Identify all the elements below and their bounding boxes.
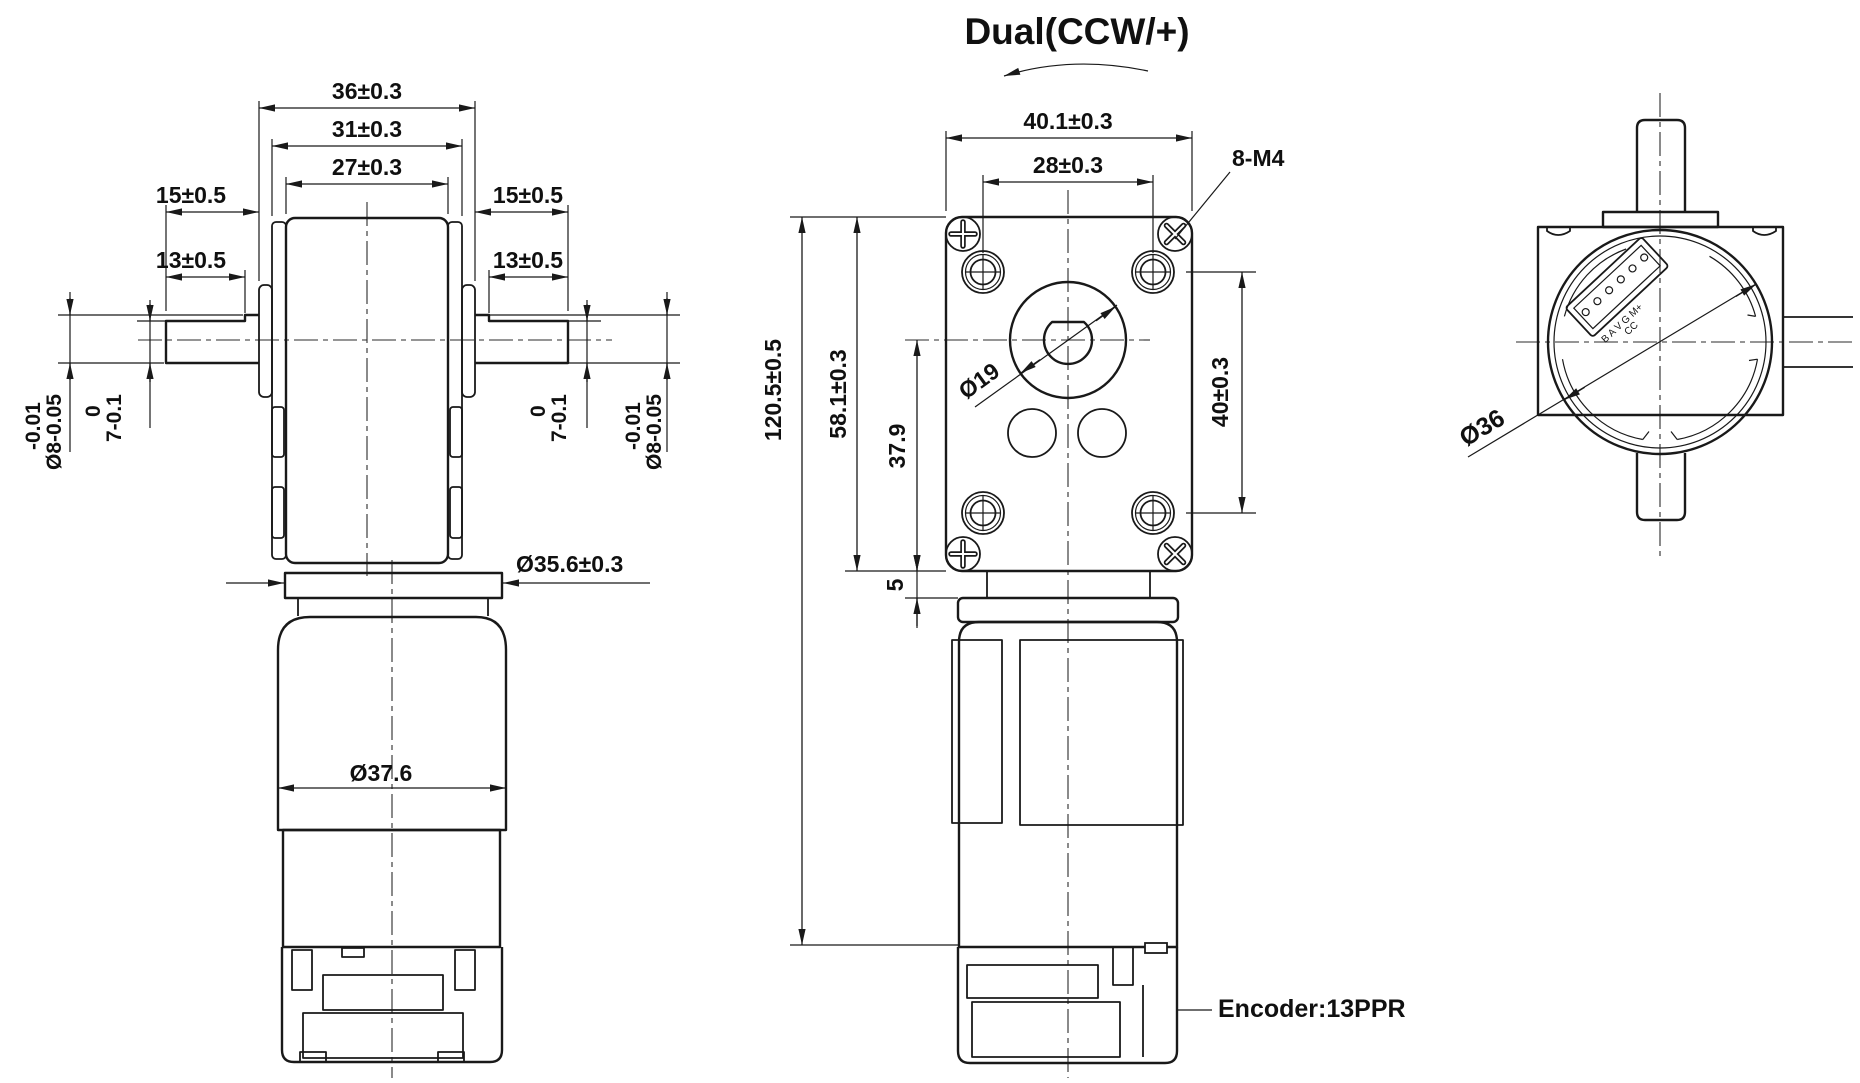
motor-body-side xyxy=(281,828,502,949)
front-view: Dual(CCW/+) 40.1±0.3 28±0.3 8-M4 Ø19 58.… xyxy=(760,11,1406,1078)
encoder-note: Encoder:13PPR xyxy=(1218,995,1406,1023)
dim-shaft-len-right: 15±0.5 xyxy=(493,182,563,208)
dim-flat-right: 0 7-0.1 xyxy=(527,394,571,442)
screw-spec: 8-M4 xyxy=(1232,145,1285,171)
top-view: B A V G M+ CC Ø36 xyxy=(1455,93,1856,558)
gearbox-cylinder xyxy=(276,615,508,832)
dim-flat-len-right: 13±0.5 xyxy=(493,247,563,273)
mounting-hole xyxy=(961,491,1005,535)
case-holes xyxy=(1007,408,1127,458)
motor-front xyxy=(951,570,1184,949)
mounting-holes xyxy=(961,250,1175,535)
dim-flange-dia: Ø35.6±0.3 xyxy=(516,551,623,577)
drawing-title: Dual(CCW/+) xyxy=(964,11,1189,52)
dim-width-body: 27±0.3 xyxy=(332,154,402,180)
mounting-hole xyxy=(1131,491,1175,535)
dim-shaft-dia-right: -0.01 Ø8-0.05 xyxy=(622,394,666,470)
svg-text:7-0.1: 7-0.1 xyxy=(548,394,571,442)
svg-text:0: 0 xyxy=(82,405,105,417)
output-shaft-left xyxy=(164,313,259,365)
dim-shaft-len-left: 15±0.5 xyxy=(156,182,226,208)
svg-text:-0.01: -0.01 xyxy=(22,402,45,450)
dim-flat-left: 0 7-0.1 xyxy=(82,394,126,442)
svg-text:Ø8-0.05: Ø8-0.05 xyxy=(643,394,666,470)
svg-text:Ø8-0.05: Ø8-0.05 xyxy=(43,394,66,470)
center-lines xyxy=(1516,93,1856,558)
dimension-lines-front-view xyxy=(790,63,1256,1011)
svg-text:7-0.1: 7-0.1 xyxy=(103,394,126,442)
screw-leader-line xyxy=(1174,171,1231,240)
left-side-view: 36±0.3 31±0.3 27±0.3 15±0.5 13±0.5 15±0.… xyxy=(22,78,680,1078)
dim-gearbox-dia: Ø37.6 xyxy=(350,760,413,786)
output-shaft-right xyxy=(475,313,570,365)
mounting-hole xyxy=(1131,250,1175,294)
d-shaft-profile xyxy=(1042,320,1094,366)
gearbox-flange xyxy=(283,571,504,616)
dim-motor-dia: Ø36 xyxy=(1455,404,1510,452)
housing-top xyxy=(1536,225,1785,417)
dim-total-length: 120.5±0.5 xyxy=(760,339,786,441)
labels-front-view: Dual(CCW/+) 40.1±0.3 28±0.3 8-M4 Ø19 58.… xyxy=(760,11,1406,1023)
side-shaft-edge xyxy=(1783,316,1853,368)
dim-plate-width: 40.1±0.3 xyxy=(1023,108,1112,134)
center-lines xyxy=(138,202,612,1078)
motor-circle xyxy=(1546,228,1774,456)
worm-housing xyxy=(258,216,476,565)
dim-hole-spacing-x: 28±0.3 xyxy=(1033,152,1103,178)
corner-screws xyxy=(945,216,1193,572)
dim-plate-height: 58.1±0.3 xyxy=(825,349,851,438)
bottom-shaft xyxy=(1635,453,1687,522)
dim-neck-height: 5 xyxy=(882,578,908,591)
svg-text:0: 0 xyxy=(527,405,550,417)
dim-shaft-dia-left: -0.01 Ø8-0.05 xyxy=(22,394,66,470)
dimension-lines-left-view xyxy=(58,101,680,792)
dim-flat-len-left: 13±0.5 xyxy=(156,247,226,273)
labels-left-view: 36±0.3 31±0.3 27±0.3 15±0.5 13±0.5 15±0.… xyxy=(22,78,666,786)
svg-text:-0.01: -0.01 xyxy=(622,402,645,450)
dim-shaft-to-bottom: 37.9 xyxy=(884,424,910,469)
encoder-connector xyxy=(1565,237,1669,337)
ccw-rotation-arrow xyxy=(1003,63,1149,77)
dim-hole-spacing-y: 40±0.3 xyxy=(1207,357,1233,427)
dim-width-caps: 31±0.3 xyxy=(332,116,402,142)
encoder-housing-front xyxy=(956,942,1179,1065)
dim-width-overall: 36±0.3 xyxy=(332,78,402,104)
encoder-housing-side xyxy=(280,947,504,1064)
output-boss xyxy=(1008,280,1128,400)
mounting-hole xyxy=(961,250,1005,294)
dimension-lines-top-view xyxy=(1467,283,1757,458)
connector-pin-labels: B A V G M+ CC xyxy=(1600,302,1646,346)
dim-boss-dia: Ø19 xyxy=(954,357,1004,404)
